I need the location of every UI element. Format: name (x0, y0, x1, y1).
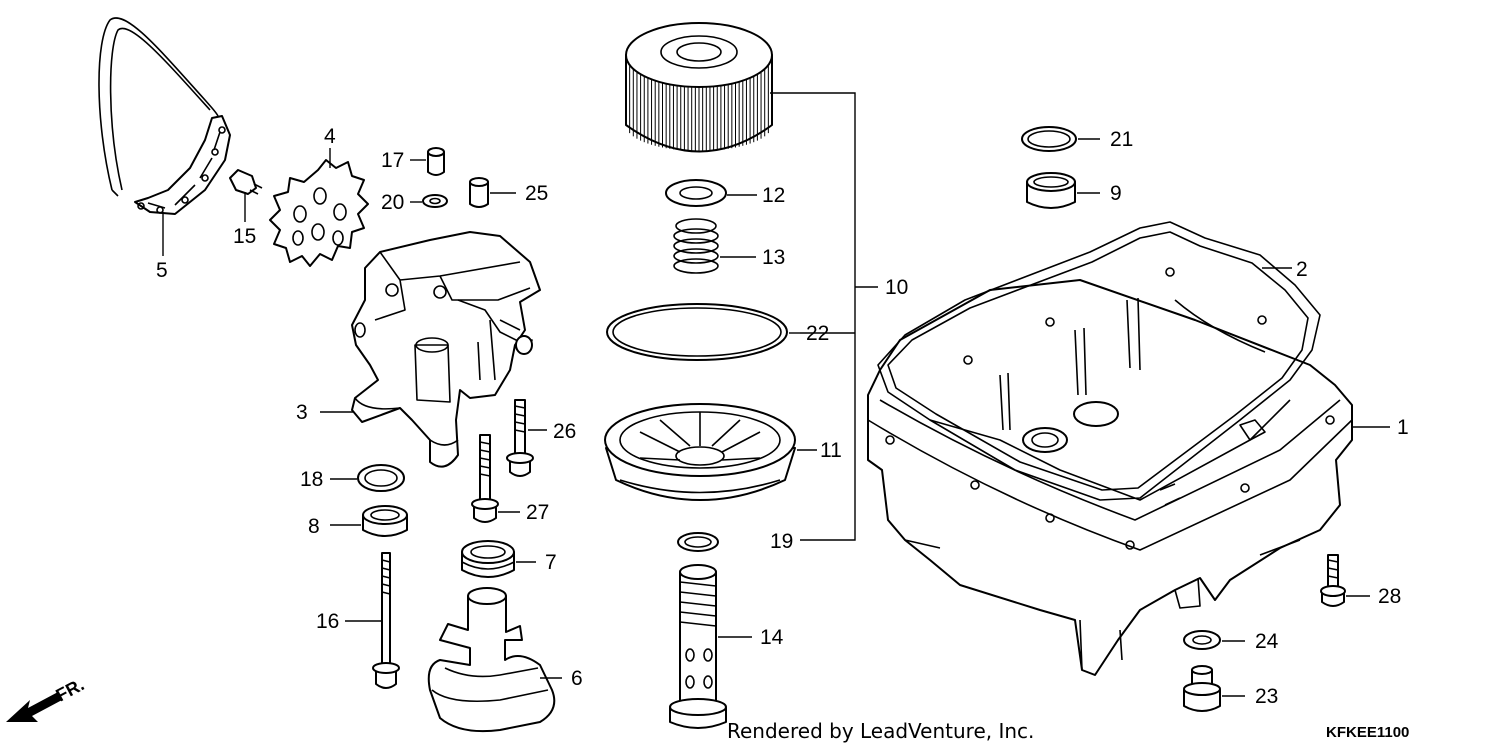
dowel-25 (469, 177, 489, 208)
callout-19: 19 (770, 530, 793, 553)
gasket-2 (877, 221, 1321, 501)
callout-12: 12 (762, 184, 785, 207)
callout-9: 9 (1110, 182, 1122, 205)
callout-18: 18 (300, 468, 323, 491)
callout-27: 27 (526, 501, 549, 524)
bolt-28 (1320, 554, 1346, 607)
o-ring-18 (357, 464, 405, 492)
filter-bolt-14 (669, 564, 727, 729)
spring-13 (673, 218, 719, 274)
sprocket-4 (269, 159, 369, 267)
callout-26: 26 (553, 420, 576, 443)
callout-28: 28 (1378, 585, 1401, 608)
callout-7: 7 (545, 551, 557, 574)
washer-12 (665, 179, 727, 207)
cam-chain (98, 17, 231, 215)
callout-8: 8 (308, 515, 320, 538)
washer-24 (1183, 630, 1221, 650)
callout-23: 23 (1255, 685, 1278, 708)
bolt-15 (229, 169, 263, 195)
callout-16: 16 (316, 610, 339, 633)
o-ring-19 (677, 532, 719, 552)
callout-6: 6 (571, 667, 583, 690)
oil-strainer-6 (427, 587, 556, 733)
callout-1: 1 (1397, 416, 1409, 439)
oil-pan-1 (867, 279, 1353, 676)
oil-filter-element (625, 22, 773, 153)
callout-11: 11 (820, 439, 842, 462)
callout-14: 14 (760, 626, 784, 649)
seal-7 (461, 540, 515, 578)
o-ring-22 (606, 303, 788, 361)
callout-5: 5 (156, 259, 168, 282)
collar-9 (1026, 172, 1076, 209)
bolt-27 (471, 434, 499, 523)
callout-15: 15 (233, 225, 256, 248)
drain-bolt-23 (1183, 665, 1221, 712)
washer-20 (422, 194, 448, 208)
filter-cover-11 (604, 403, 796, 501)
oil-pump-3 (351, 231, 541, 468)
callout-10: 10 (885, 276, 908, 299)
bolt-26 (506, 399, 534, 477)
front-direction-arrow: FR. (6, 674, 87, 722)
callout-13: 13 (762, 246, 785, 269)
callout-24: 24 (1255, 630, 1279, 653)
bolt-16 (372, 552, 400, 689)
collar-8 (362, 505, 408, 537)
callout-20: 20 (381, 191, 404, 214)
callout-2: 2 (1296, 258, 1308, 281)
callout-25: 25 (525, 182, 548, 205)
callout-22: 22 (806, 322, 829, 345)
diagram-code: KFKEE1100 (1326, 724, 1409, 741)
callout-17: 17 (381, 149, 404, 172)
callout-4: 4 (324, 125, 336, 148)
callout-21: 21 (1110, 128, 1133, 151)
callout-3: 3 (296, 401, 308, 424)
collar-17 (427, 147, 445, 176)
render-credit: Rendered by LeadVenture, Inc. (727, 719, 1034, 743)
o-ring-21 (1021, 126, 1077, 152)
